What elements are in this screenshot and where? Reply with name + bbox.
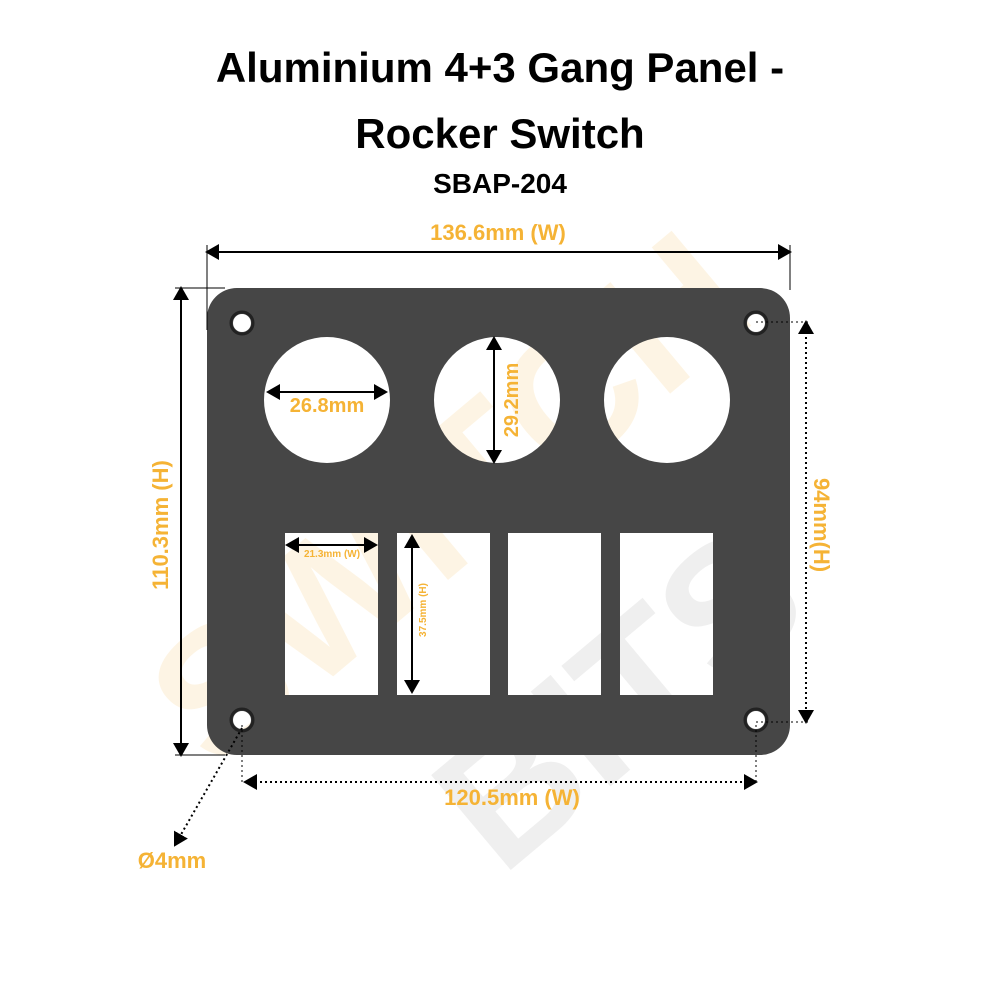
hole-spacing-height-label: 94mm(H) [809, 478, 834, 572]
mount-hole-diameter-label: Ø4mm [138, 848, 206, 873]
overall-width-label: 136.6mm (W) [430, 220, 566, 245]
mount-hole [229, 310, 255, 336]
round-cutout-height-label: 29.2mm [501, 363, 523, 438]
rocker-width-label: 21.3mm (W) [304, 549, 360, 560]
overall-height-label: 110.3mm (H) [148, 460, 173, 590]
page-title-line1: Aluminium 4+3 Gang Panel - [215, 44, 785, 91]
dimension-lines [173, 244, 814, 847]
rocker-height-label: 37.5mm (H) [418, 583, 429, 637]
model-number: SBAP-204 [433, 168, 567, 199]
hole-spacing-width-label: 120.5mm (W) [444, 785, 580, 810]
mount-hole [743, 310, 769, 336]
round-cutout-width-label: 26.8mm [290, 395, 365, 417]
page-title-line2: Rocker Switch [355, 110, 645, 157]
